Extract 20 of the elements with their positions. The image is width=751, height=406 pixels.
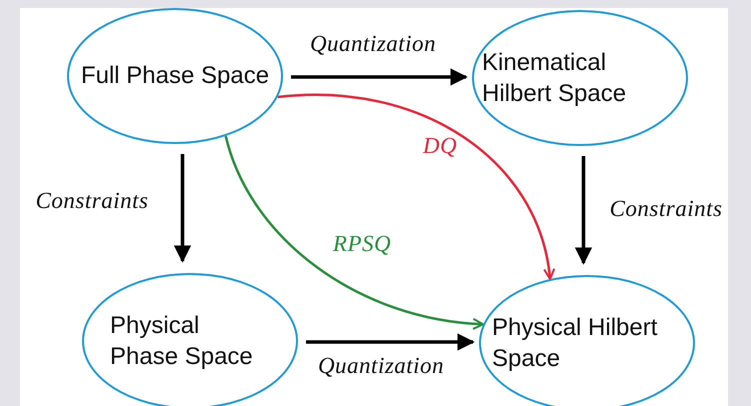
ellipse-node <box>67 8 283 144</box>
arrow <box>291 68 468 86</box>
node-label: Physical Hilbert Space <box>492 312 658 374</box>
arrow <box>224 136 484 330</box>
ellipse-node <box>472 10 688 146</box>
edge-label: RPSQ <box>332 231 392 257</box>
edge-label: Constraints <box>36 188 148 214</box>
node-label: Full Phase Space <box>80 61 270 92</box>
arrow <box>278 94 554 280</box>
node-label: Physical Phase Space <box>110 310 254 372</box>
edge-label: Quantization <box>310 31 436 57</box>
arrow <box>574 156 592 265</box>
edge-label: DQ <box>422 133 458 159</box>
arrow <box>174 154 192 263</box>
ellipse-node <box>479 275 695 406</box>
edge-label: Quantization <box>318 353 444 379</box>
node-label: Kinematical Hilbert Space <box>482 48 628 109</box>
arrow <box>306 333 475 351</box>
ellipse-node <box>82 273 298 406</box>
edge-label: Constraints <box>610 196 722 222</box>
